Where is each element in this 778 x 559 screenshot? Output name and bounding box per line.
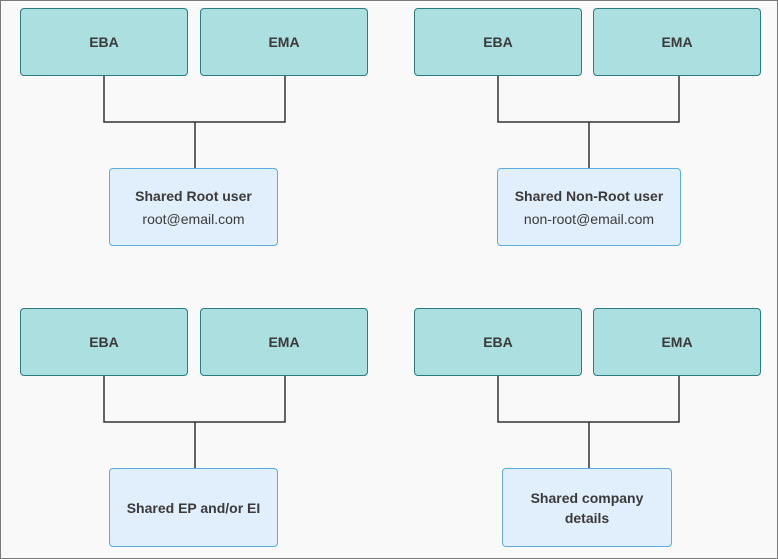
ema-box: EMA [200, 8, 368, 76]
ema-box: EMA [593, 8, 761, 76]
shared-box-email: non-root@email.com [523, 210, 655, 227]
connector-group-3 [103, 376, 286, 468]
eba-box: EBA [20, 308, 188, 376]
shared-box-title: Shared Root user [135, 187, 252, 204]
shared-company-details-box: Shared company details [502, 468, 672, 547]
shared-non-root-user-box: Shared Non-Root user non-root@email.com [497, 168, 681, 246]
eba-box: EBA [414, 308, 582, 376]
eba-box: EBA [20, 8, 188, 76]
ema-box: EMA [200, 308, 368, 376]
shared-box-email: root@email.com [142, 210, 245, 227]
shared-box-title: Shared Non-Root user [514, 187, 664, 204]
shared-ep-ei-box: Shared EP and/or EI [109, 468, 278, 547]
connector-group-1 [103, 76, 286, 168]
ema-box: EMA [593, 308, 761, 376]
shared-box-title: Shared EP and/or EI [126, 499, 261, 516]
shared-box-title: Shared company details [530, 489, 644, 526]
shared-root-user-box: Shared Root user root@email.com [109, 168, 278, 246]
eba-box: EBA [414, 8, 582, 76]
connector-group-2 [497, 76, 680, 168]
connector-group-4 [497, 376, 680, 468]
